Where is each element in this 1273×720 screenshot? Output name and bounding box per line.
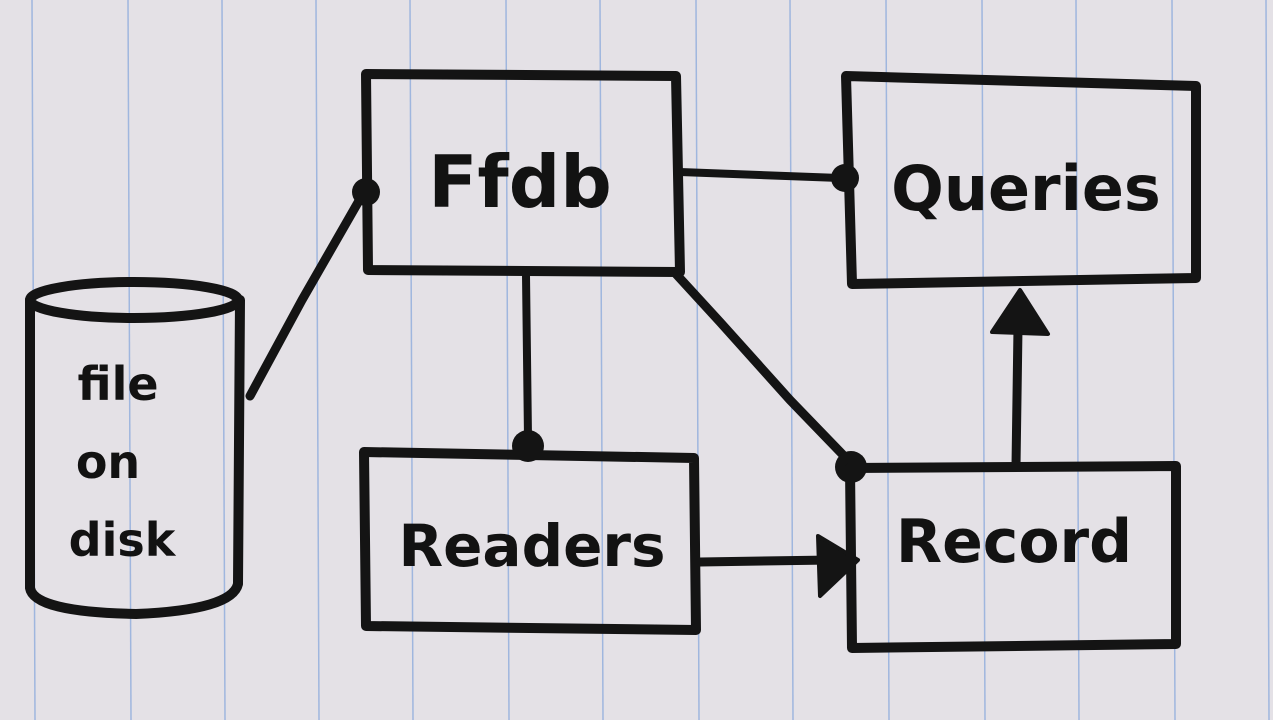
node-record-label: Record: [896, 507, 1132, 577]
rule-line: [1265, 0, 1270, 720]
edge-record-to-queries: [1011, 323, 1023, 471]
node-file-line-2: on: [76, 435, 140, 489]
node-ffdb: Ffdb: [361, 69, 685, 277]
node-file-line-1: file: [77, 357, 158, 411]
edge-file-to-ffdb: [245, 187, 369, 401]
rule-line: [505, 0, 510, 720]
rule-line: [885, 0, 890, 720]
edge-ffdb-to-queries: [676, 168, 844, 182]
edge-ffdb-to-readers: [522, 271, 532, 442]
rule-line: [599, 0, 604, 720]
node-record-box: [845, 461, 1181, 653]
cylinder-top: [25, 277, 243, 323]
rule-line: [1075, 0, 1080, 720]
rule-line: [409, 0, 414, 720]
rule-line: [981, 0, 986, 720]
node-file-line-3: disk: [69, 513, 177, 567]
rule-line: [315, 0, 320, 720]
cylinder-body: [25, 295, 245, 619]
paper-rule-lines: [31, 0, 1270, 720]
arrowhead-queries: [990, 288, 1050, 336]
node-ffdb-box: [361, 69, 685, 277]
node-ffdb-label: Ffdb: [428, 140, 612, 224]
node-readers: Readers: [359, 447, 701, 635]
arrowhead-record: [816, 534, 860, 598]
node-queries-box: [841, 71, 1201, 289]
rule-line: [789, 0, 794, 720]
rule-line: [127, 0, 132, 720]
rule-line: [221, 0, 226, 720]
edge-readers-to-record: [695, 555, 837, 567]
node-file-on-disk: file on disk: [25, 277, 245, 619]
node-queries: Queries: [841, 71, 1201, 289]
node-readers-box: [359, 447, 701, 635]
node-queries-label: Queries: [891, 152, 1161, 225]
edge-ffdb-to-record: [671, 269, 851, 463]
node-record: Record: [845, 461, 1181, 653]
node-readers-label: Readers: [398, 512, 665, 580]
